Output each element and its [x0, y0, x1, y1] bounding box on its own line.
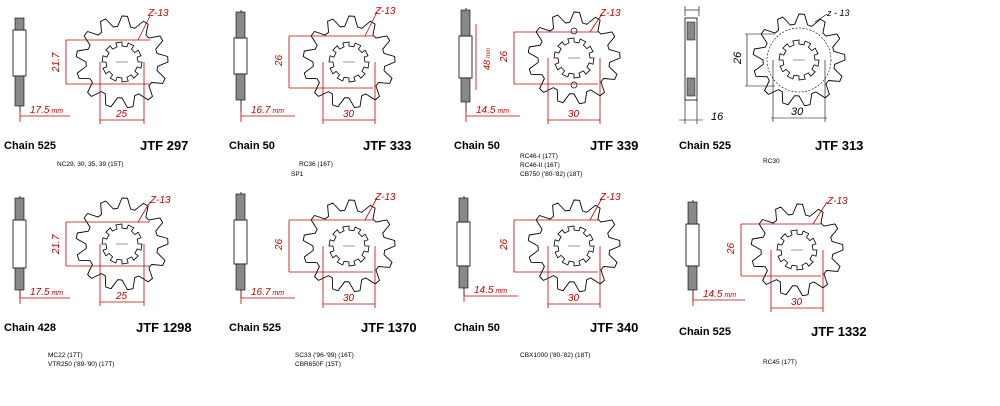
part-code: JTF 1370 [361, 320, 417, 335]
application-item: RC36 (16T) [299, 161, 333, 168]
chain-size: Chain 525 [229, 322, 281, 334]
vertical-dim: 26 [274, 238, 285, 251]
application-list: RC45 (17T) [763, 358, 797, 367]
chain-size: Chain 525 [4, 140, 56, 152]
teeth-label: z - 13 [826, 8, 850, 18]
part-code: JTF 297 [140, 138, 189, 153]
part-code: JTF 339 [590, 138, 639, 153]
teeth-label: Z-13 [599, 192, 621, 203]
part-code: JTF 340 [590, 320, 639, 335]
part-code: JTF 1332 [811, 324, 867, 339]
application-item: RC46-I (17T) [520, 153, 558, 160]
vertical-dim: 26 [274, 54, 285, 67]
vertical-dim: 26 [726, 242, 737, 255]
horizontal-dim: 25 [115, 291, 128, 302]
bolt-hole [570, 27, 578, 35]
sprocket-card: 16 26 30 z - 13 Chain 525 JTF 313 RC30 [675, 0, 900, 190]
application-item: RC46-II (16T) [520, 162, 560, 169]
chain-size: Chain 50 [454, 140, 500, 152]
application-list: RC36 (16T) [299, 160, 333, 169]
chain-size: Chain 525 [679, 140, 731, 152]
side-height-dim: 48mm [482, 48, 492, 70]
application-list: NC29, 30, 35, 39 (15T) [57, 160, 123, 169]
application-list: RC30 [763, 157, 780, 166]
chain-size: Chain 50 [454, 322, 500, 334]
sprocket-front-view [752, 13, 846, 107]
horizontal-dim: 30 [343, 109, 355, 120]
vertical-dim: 21.7 [51, 234, 62, 255]
vertical-dim: 26 [732, 51, 744, 65]
horizontal-dim: 30 [568, 109, 580, 120]
horizontal-dim: 30 [568, 293, 580, 304]
bolt-hole [570, 81, 578, 89]
chain-size: Chain 50 [229, 140, 275, 152]
teeth-label: Z-13 [147, 8, 169, 19]
horizontal-dim: 30 [343, 293, 355, 304]
vertical-dim: 21.7 [51, 52, 62, 73]
part-code: JTF 1298 [136, 320, 192, 335]
application-item: MC22 (17T) [48, 352, 83, 359]
horizontal-dim: 30 [791, 106, 804, 118]
teeth-label: Z-13 [149, 195, 171, 206]
teeth-label: Z-13 [826, 196, 848, 207]
offset-dim: 16 [711, 111, 724, 123]
sprocket-front-view [75, 15, 169, 109]
part-code: JTF 333 [363, 138, 412, 153]
application-item: RC45 (17T) [763, 359, 797, 366]
teeth-label: Z-13 [374, 192, 396, 203]
application-list: MC22 (17T) VTR250 ('89-'90) (17T) [48, 351, 114, 369]
application-item: RC30 [763, 158, 780, 165]
application-item: SC33 ('96-'99) (16T) [295, 352, 354, 359]
sprocket-front-view [527, 11, 621, 105]
sprocket-front-view [75, 197, 169, 291]
vertical-dim: 26 [499, 50, 510, 63]
application-item: NC29, 30, 35, 39 (15T) [57, 161, 124, 168]
application-item: CBR650F (15T) [295, 361, 341, 368]
application-list: SC33 ('96-'99) (16T) CBR650F (15T) [295, 351, 354, 369]
application-list: RC46-I (17T) RC46-II (16T) CB750 ('80-'8… [520, 152, 582, 179]
application-list: CBX1000 ('80-'82) (18T) [520, 351, 590, 360]
horizontal-dim: 30 [791, 297, 803, 308]
application-item: VTR250 ('89-'90) (17T) [48, 361, 115, 368]
teeth-label: Z-13 [599, 8, 621, 19]
pitch-circle [766, 27, 832, 93]
teeth-label: Z-13 [374, 6, 396, 17]
sprocket-front-view [750, 203, 844, 297]
sprocket-drawing: 16 26 30 z - 13 [679, 6, 850, 124]
part-code: JTF 313 [815, 138, 864, 153]
application-item: SP1 [291, 171, 304, 178]
sprocket-front-view [527, 199, 621, 293]
chain-size: Chain 525 [679, 326, 731, 338]
chain-size: Chain 428 [4, 322, 56, 334]
vertical-dim: 26 [499, 238, 510, 251]
application-item: CB750 ('80-'82) (18T) [520, 171, 583, 178]
application-list: SP1 [291, 170, 303, 179]
sprocket-front-view [302, 199, 396, 293]
horizontal-dim: 25 [115, 109, 128, 120]
application-item: CBX1000 ('80-'82) (18T) [520, 352, 591, 359]
sprocket-front-view [302, 15, 396, 109]
